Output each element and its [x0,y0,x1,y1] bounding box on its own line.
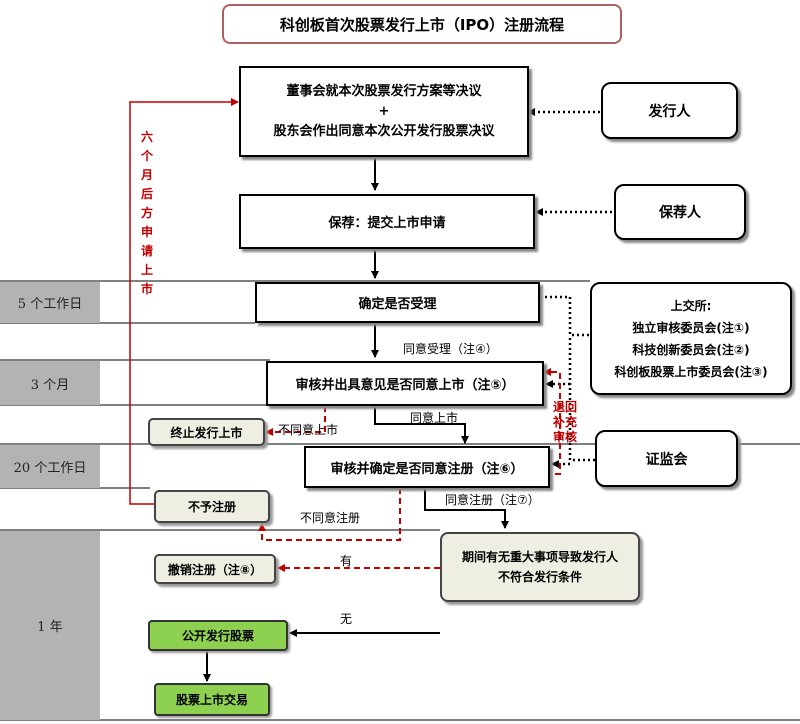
issuer-box: 发行人 [601,82,738,139]
exchange-item-tech: 科技创新委员会(注②) [632,342,750,357]
return-supplement-label: 退回补充审核 [552,400,577,444]
accept-box: 确定是否受理 [255,282,540,323]
terminate-box: 终止发行上市 [148,418,265,446]
exchange-item-listing: 科创板股票上市委员会(注③) [614,364,768,379]
csrc-box: 证监会 [595,430,738,487]
agree-list-label: 同意上市 [410,411,459,425]
exchange-box: 上交所: 独立审核委员会(注①) 科技创新委员会(注②) 科创板股票上市委员会(… [590,282,792,395]
party-dotted-arrows [527,108,612,468]
period-1-year: 1 年 [0,531,100,720]
disagree-register-label: 不同意注册 [300,511,361,525]
major-event-line1: 期间有无重大事项导致发行人 [461,550,618,564]
review-opinion-box: 审核并出具意见是否同意上市（注⑤） [266,361,544,406]
resolution-line1: 董事会就本次股票发行方案等决议 [286,83,482,99]
public-issue-box: 公开发行股票 [148,620,288,651]
major-event-box: 期间有无重大事项导致发行人 不符合发行条件 [440,532,640,602]
agree-register-label: 同意注册（注⑦） [445,493,540,507]
resolution-line2: 股东会作出同意本次公开发行股票决议 [273,123,495,139]
period-5-workdays: 5 个工作日 [0,282,100,323]
resolution-box: 董事会就本次股票发行方案等决议 + 股东会作出同意本次公开发行股票决议 [239,66,529,157]
red-dashed-arrows [258,368,561,572]
main-flow-arrows [203,157,509,682]
none-label: 无 [340,612,353,626]
resolution-plus: + [378,103,390,119]
exchange-title: 上交所: [670,298,712,313]
not-register-box: 不予注册 [154,490,270,523]
six-month-return-line [129,98,239,505]
six-months-label: 六个月后方申请上市 [140,130,153,296]
disagree-list-label: 不同意上市 [278,423,339,437]
period-20-workdays: 20 个工作日 [0,445,100,488]
accept-yes-label: 同意受理（注④） [403,342,498,356]
listing-trade-box: 股票上市交易 [154,683,270,716]
major-event-line2: 不符合发行条件 [497,570,582,584]
sponsor-box: 保荐人 [614,184,746,240]
review-register-box: 审核并确定是否同意注册（注⑥） [304,446,550,488]
page-title: 科创板首次股票发行上市（IPO）注册流程 [222,4,622,44]
period-3-months: 3 个月 [0,361,100,405]
has-label: 有 [340,554,353,568]
sponsor-submit-box: 保荐：提交上市申请 [239,194,535,249]
period-divider-lines [0,280,800,721]
exchange-item-independent: 独立审核委员会(注①) [632,320,750,335]
revoke-box: 撤销注册（注⑧） [154,554,276,584]
